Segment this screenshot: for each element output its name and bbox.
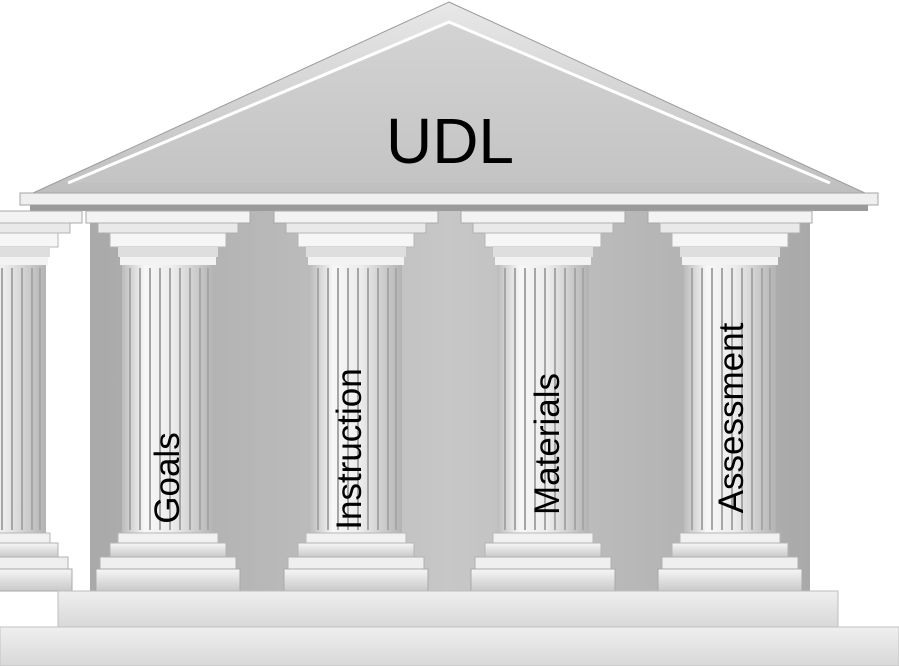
roof — [19, 1, 879, 211]
pillar-label-instruction: Instruction — [330, 368, 369, 530]
diagram-title: UDL — [385, 105, 515, 177]
pillar-label-goals: Goals — [148, 432, 187, 524]
pillar-label-materials: Materials — [528, 373, 567, 515]
column — [0, 210, 83, 592]
pillar-label-assessment: Assessment — [712, 322, 751, 514]
temple-steps — [0, 590, 899, 666]
